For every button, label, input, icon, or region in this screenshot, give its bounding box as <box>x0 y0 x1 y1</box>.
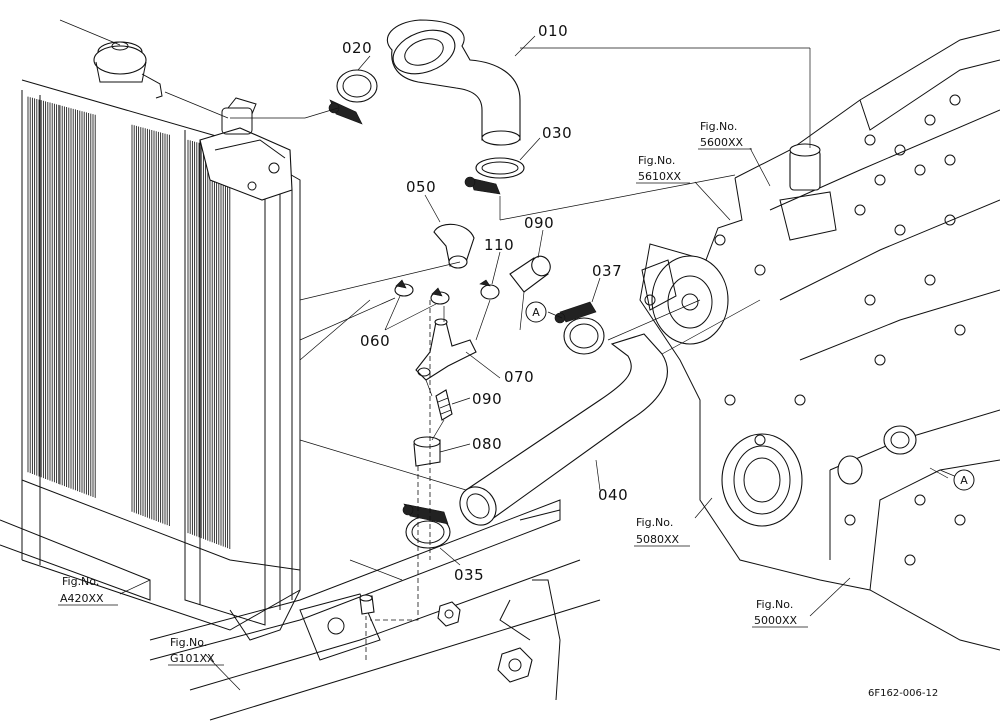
engine-bolt-details <box>644 94 966 566</box>
bolt-head-icon <box>754 264 766 276</box>
nut-icon <box>437 601 461 627</box>
nut-icon-large <box>497 647 533 683</box>
callout-leaders <box>119 35 949 691</box>
bolt-head-icon <box>714 234 726 246</box>
fig-ref-number-A420: A420XX <box>60 592 104 605</box>
bolt-head-icon <box>904 554 916 566</box>
bolt-head-icon <box>894 144 906 156</box>
part-number-110: 110 <box>484 236 514 254</box>
chassis-frame <box>149 499 601 721</box>
hose-clamp-020-icon <box>328 69 378 125</box>
bolt-icon <box>359 594 375 615</box>
bolt-head-icon <box>864 134 876 146</box>
radiator-core-fins <box>27 96 231 549</box>
bolt-head-icon <box>954 324 966 336</box>
part-number-080: 080 <box>472 435 502 453</box>
fig-ref-label-5000: Fig.No. <box>756 598 793 611</box>
fig-ref-number-5000: 5000XX <box>754 614 798 627</box>
connection-marker-a-right: A <box>953 469 975 491</box>
hose-clamp-037-icon <box>554 301 605 355</box>
part-number-020: 020 <box>342 39 372 57</box>
bolt-head-icon <box>949 94 961 106</box>
bolt-head-icon <box>864 294 876 306</box>
clip-110-icon <box>479 279 500 300</box>
joint-070 <box>415 318 477 381</box>
radiator-assembly <box>0 19 301 641</box>
fig-ref-label-A420: Fig.No. <box>62 575 99 588</box>
pipe-100 <box>509 255 551 293</box>
part-number-070: 070 <box>504 368 534 386</box>
part-number-035: 035 <box>454 566 484 584</box>
hose-clamp-035-icon <box>402 503 451 549</box>
fig-ref-number-5600: 5600XX <box>700 136 744 149</box>
fig-ref-number-5080: 5080XX <box>636 533 680 546</box>
upper-hose-010 <box>386 19 521 146</box>
fig-ref-label-5610: Fig.No. <box>638 154 675 167</box>
bolt-head-icon <box>724 394 736 406</box>
svg-text:A: A <box>960 474 968 487</box>
bolt-head-icon <box>644 294 656 306</box>
radiator-cap-icon <box>93 41 163 99</box>
part-number-037: 037 <box>592 262 622 280</box>
fig-ref-label-5600: Fig.No. <box>700 120 737 133</box>
svg-text:A: A <box>532 306 540 319</box>
part-number-100: 090 <box>524 214 554 232</box>
sensor-090-icon <box>435 389 453 421</box>
bolt-head-icon <box>754 434 766 446</box>
fig-ref-label-G101: Fig.No. <box>170 636 207 649</box>
fig-ref-number-G101: G101XX <box>170 652 215 665</box>
bolt-head-icon <box>854 204 866 216</box>
part-number-060: 060 <box>360 332 390 350</box>
fig-ref-number-5610: 5610XX <box>638 170 682 183</box>
bolt-head-icon <box>944 214 956 226</box>
bolt-head-icon <box>874 174 886 186</box>
connection-marker-a-left: A <box>525 301 547 323</box>
bolt-head-icon <box>894 224 906 236</box>
plug-080-icon <box>413 436 441 467</box>
drawing-id: 6F162-006-12 <box>868 688 938 699</box>
engine-block <box>639 29 1000 651</box>
part-number-050: 050 <box>406 178 436 196</box>
part-number-030: 030 <box>542 124 572 142</box>
bolt-head-icon <box>844 514 856 526</box>
bolt-head-icon <box>914 494 926 506</box>
hose-clamp-030-icon <box>464 157 525 195</box>
bolt-head-icon <box>874 354 886 366</box>
part-number-040: 040 <box>598 486 628 504</box>
bypass-hose-050 <box>433 223 475 269</box>
assembly-leader-lines <box>230 47 965 660</box>
bolt-head-icon <box>944 154 956 166</box>
bolt-head-icon <box>954 514 966 526</box>
bolt-head-icon <box>914 164 926 176</box>
bolt-head-icon <box>794 394 806 406</box>
bolt-head-icon <box>924 114 936 126</box>
bolt-head-icon <box>924 274 936 286</box>
fig-ref-label-5080: Fig.No. <box>636 516 673 529</box>
clip-060-icon <box>394 279 450 305</box>
part-number-090: 090 <box>472 390 502 408</box>
part-number-010: 010 <box>538 22 568 40</box>
